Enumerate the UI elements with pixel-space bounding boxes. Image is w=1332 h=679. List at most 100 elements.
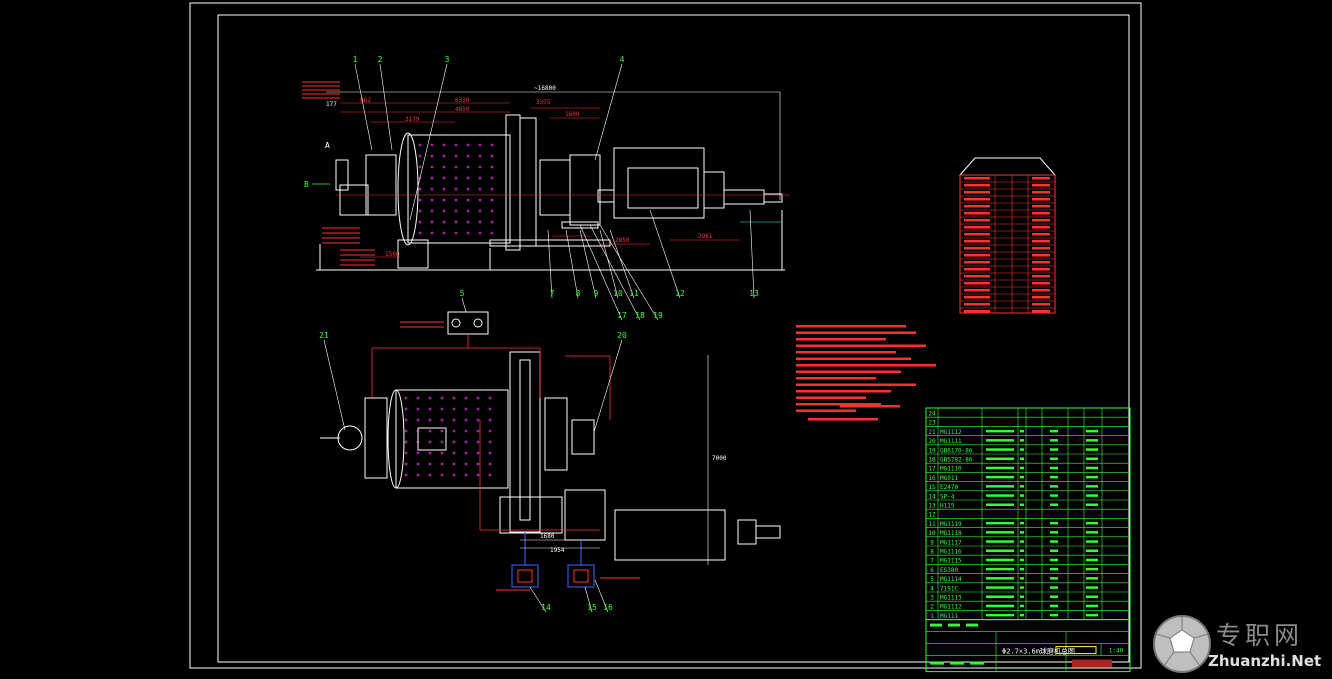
spec-cell [964,240,990,243]
title-cell [966,623,978,627]
parts-no: 11 [928,521,936,528]
dim-text: 7000 [712,455,727,462]
parts-name-cell [986,439,1014,442]
leader-line [323,339,346,431]
parts-qty-cell [1020,448,1024,451]
manhole [417,427,447,451]
leader-line [529,586,547,613]
note-line [796,396,866,399]
spec-frame [959,174,1056,314]
title-cell [930,623,942,627]
parts-name-cell [986,586,1014,589]
parts-mat-cell [1050,503,1058,506]
slow-drive-plan [737,519,757,545]
foundation-block [397,239,429,269]
note-line [808,418,878,421]
parts-code: ES380 [940,567,958,574]
title-cell [950,661,964,665]
drawing-name-cell [1072,659,1112,668]
parts-qty-cell [1020,540,1024,543]
spec-cell [964,268,990,271]
parts-mat-cell [1050,429,1058,433]
parts-no: 23 [928,420,936,427]
parts-mat-cell [1050,494,1058,497]
leader-line [461,297,467,313]
side-label-b: B [304,180,309,189]
dim-text: 3375 [536,99,551,106]
leader-line [547,229,553,299]
parts-mat-cell [1050,521,1058,525]
parts-mat-cell [1050,448,1058,451]
spec-cell [964,282,990,285]
parts-qty-cell [1020,503,1024,506]
spec-cell [964,296,990,299]
discharge-bearing [539,159,571,216]
parts-code: MG1117 [940,539,962,546]
parts-weight-cell [1086,475,1098,479]
parts-code: GB5782-86 [940,457,973,464]
callout-14: 14 [541,603,551,612]
spec-cell [1032,310,1050,313]
feed-bearing-plan [364,397,388,479]
spec-cell [964,289,990,292]
parts-code: 7191C [940,585,958,592]
motor-end [703,171,725,209]
parts-no: 10 [928,530,936,537]
parts-qty-cell [1020,577,1024,580]
leader-line [579,224,623,321]
parts-weight-cell [1086,521,1098,525]
pipe-port [451,318,461,328]
parts-qty-cell [1020,531,1024,534]
note-line [796,357,911,360]
parts-name-cell [986,613,1014,617]
reducer-base [561,221,599,229]
watermark-cn: 专职网 [1216,621,1304,650]
spec-cell [1032,254,1050,257]
parts-name-cell [986,604,1014,608]
parts-mat-cell [1050,567,1058,571]
spec-cell [964,226,990,229]
parts-no: 18 [928,457,936,464]
spec-cell [964,212,990,215]
leader-line [594,63,623,161]
spec-cell [1032,205,1050,208]
callout-15: 15 [587,603,597,612]
parts-name-cell [986,595,1014,598]
dim-text: 6330 [455,97,470,104]
parts-code: E2470 [940,484,958,491]
leader-line [593,339,623,433]
parts-mat-cell [1050,586,1058,589]
leader-line [649,209,681,299]
parts-mat-cell [1050,604,1058,608]
oil-station-1 [511,564,539,588]
parts-code: MG1110 [940,466,962,473]
spec-cell [1032,282,1050,285]
parts-weight-cell [1086,586,1098,589]
parts-code: MG1114 [940,576,962,583]
slow-drive-coupling [763,193,783,203]
parts-qty-cell [1020,439,1024,442]
parts-code: MG1112 [940,429,962,436]
parts-no: 7 [930,558,934,565]
parts-name-cell [986,567,1014,571]
parts-weight-cell [1086,485,1098,488]
leader-line [589,224,641,321]
parts-code: MG1111 [940,438,962,445]
title-cell [970,661,984,665]
parts-name-cell [986,577,1014,580]
spec-cell [964,198,990,201]
note-line [796,344,926,347]
parts-no: 12 [928,512,936,519]
dim-text: 2981 [698,233,713,240]
callout-3: 3 [445,55,450,64]
parts-mat-cell [1050,595,1058,598]
spec-cell [964,219,990,222]
parts-no: 8 [930,549,934,556]
parts-name-cell [986,494,1014,497]
callout-12: 12 [675,289,685,298]
dim-text: 177 [326,101,337,108]
callout-13: 13 [749,289,759,298]
callout-9: 9 [594,289,599,298]
